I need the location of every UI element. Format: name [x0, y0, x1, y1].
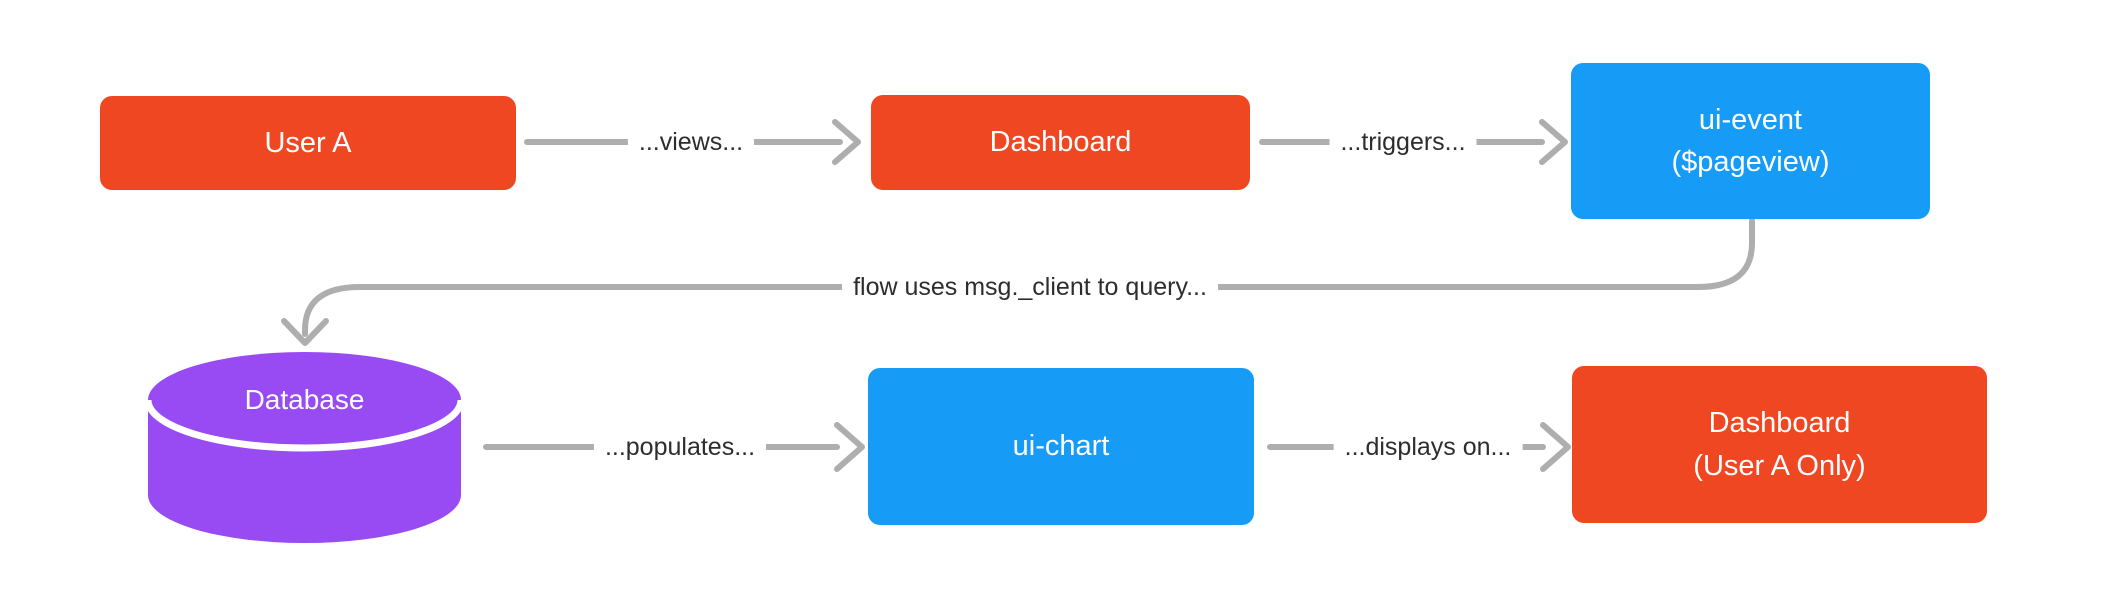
node-dashboard-label: Dashboard [989, 126, 1132, 159]
database-cylinder-separator [144, 399, 465, 452]
query-arrowhead-icon [281, 318, 329, 346]
node-ui-event-label-line2: ($pageview) [1671, 146, 1830, 178]
node-dashboard-user-a-line1: Dashboard [1708, 407, 1851, 440]
populates-arrowhead-icon [834, 422, 865, 472]
displays-arrowhead-icon [1540, 422, 1571, 472]
database-cylinder [144, 352, 465, 543]
edge-label-query: flow uses msg._client to query... [842, 270, 1218, 304]
triggers-arrowhead-icon [1539, 119, 1568, 165]
node-ui-chart: ui-chart [868, 368, 1254, 525]
node-dashboard-user-a-line2: (User A Only) [1693, 449, 1866, 482]
database-label-text: Database [244, 383, 365, 415]
node-user-a-label: User A [264, 126, 352, 159]
views-arrowhead-icon [832, 119, 861, 165]
node-ui-event: ui-event ($pageview) [1571, 63, 1930, 219]
node-ui-event-label-line1: ui-event [1698, 103, 1803, 136]
node-database-label: Database [148, 372, 461, 428]
database-cylinder-top [148, 352, 461, 448]
edge-label-populates: ...populates... [593, 430, 767, 464]
edge-label-displays: ...displays on... [1333, 430, 1523, 464]
node-dashboard: Dashboard [871, 95, 1250, 190]
edge-label-triggers: ...triggers... [1329, 125, 1477, 159]
node-ui-chart-label: ui-chart [1012, 430, 1110, 463]
edge-label-views: ...views... [627, 125, 755, 159]
node-dashboard-user-a-only: Dashboard (User A Only) [1572, 366, 1987, 523]
node-user-a: User A [100, 96, 516, 190]
